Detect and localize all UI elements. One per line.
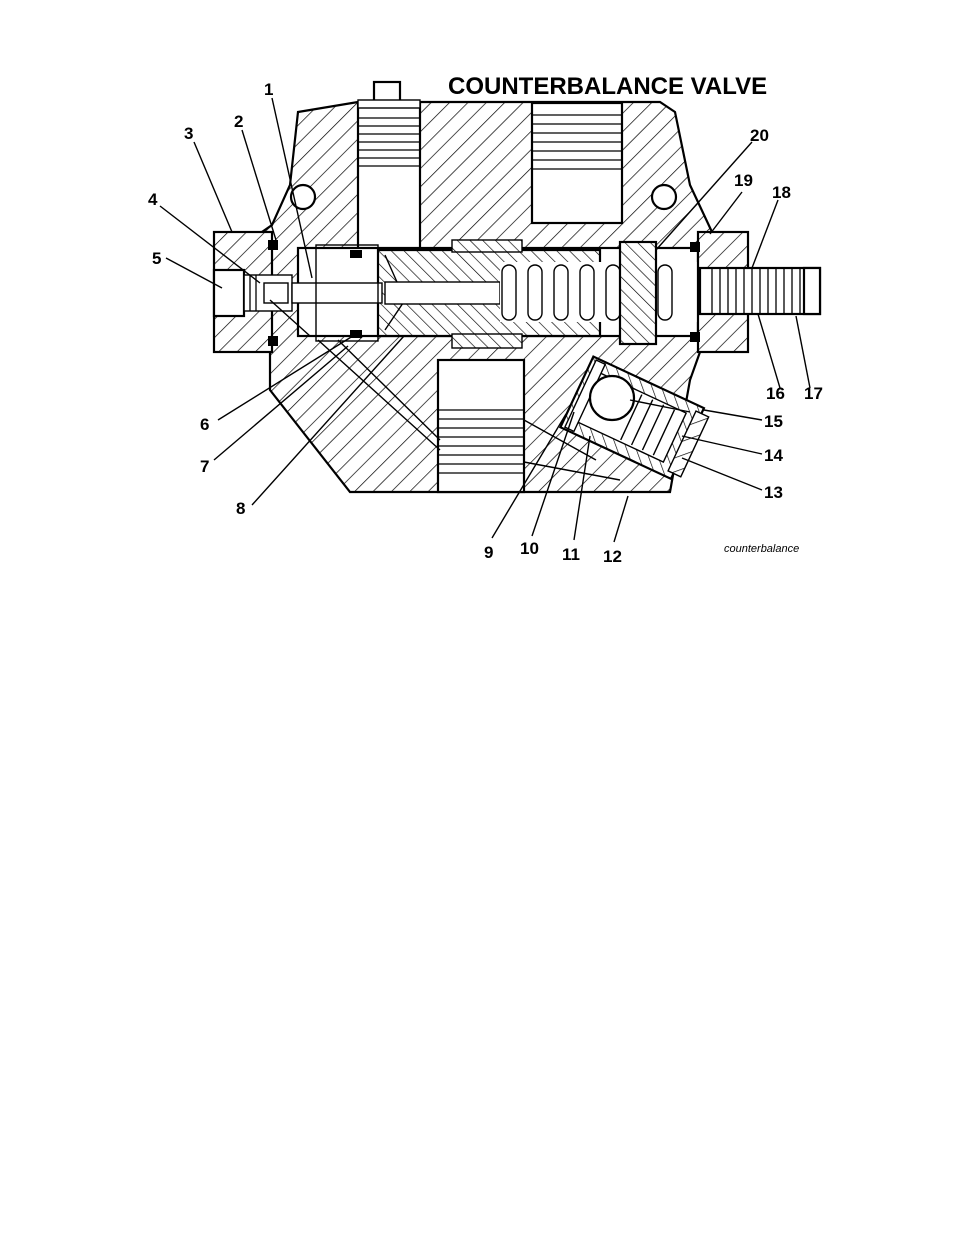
callout-19: 19 xyxy=(734,171,753,190)
internal-passages xyxy=(269,299,621,481)
bottom-port xyxy=(436,358,526,494)
diagram-caption: counterbalance xyxy=(724,543,799,555)
top-right-port xyxy=(530,101,624,225)
top-left-port xyxy=(356,80,422,251)
callout-3: 3 xyxy=(184,124,193,143)
adjusting-screw xyxy=(698,266,822,316)
diagram-title: COUNTERBALANCE VALVE xyxy=(448,73,767,100)
callout-2: 2 xyxy=(234,112,243,131)
callout-15: 15 xyxy=(764,412,783,431)
check-ball xyxy=(588,374,636,422)
callout-13: 13 xyxy=(764,483,783,502)
callout-6: 6 xyxy=(200,415,209,434)
callout-1: 1 xyxy=(264,80,273,99)
callout-20: 20 xyxy=(750,126,769,145)
callout-7: 7 xyxy=(200,457,209,476)
callout-4: 4 xyxy=(148,190,158,209)
callout-17: 17 xyxy=(804,384,823,403)
callout-18: 18 xyxy=(772,183,791,202)
leader-lines xyxy=(159,97,811,543)
callout-10: 10 xyxy=(520,539,539,558)
pilot-plug xyxy=(212,268,293,318)
callout-11: 11 xyxy=(562,545,580,564)
mounting-holes xyxy=(289,183,678,211)
callout-14: 14 xyxy=(764,446,783,465)
counterbalance-valve-diagram: COUNTERBALANCE VALVE 1 2 3 4 5 6 7 8 9 xyxy=(148,73,823,566)
callout-16: 16 xyxy=(766,384,785,403)
spring-retainer xyxy=(618,240,658,346)
callout-12: 12 xyxy=(603,547,622,566)
callouts: 1 2 3 4 5 6 7 8 9 10 11 12 13 14 15 16 1… xyxy=(148,80,823,566)
pilot-piston xyxy=(291,244,383,342)
callout-8: 8 xyxy=(236,499,245,518)
callout-9: 9 xyxy=(484,543,493,562)
callout-5: 5 xyxy=(152,249,161,268)
spring xyxy=(500,262,700,322)
